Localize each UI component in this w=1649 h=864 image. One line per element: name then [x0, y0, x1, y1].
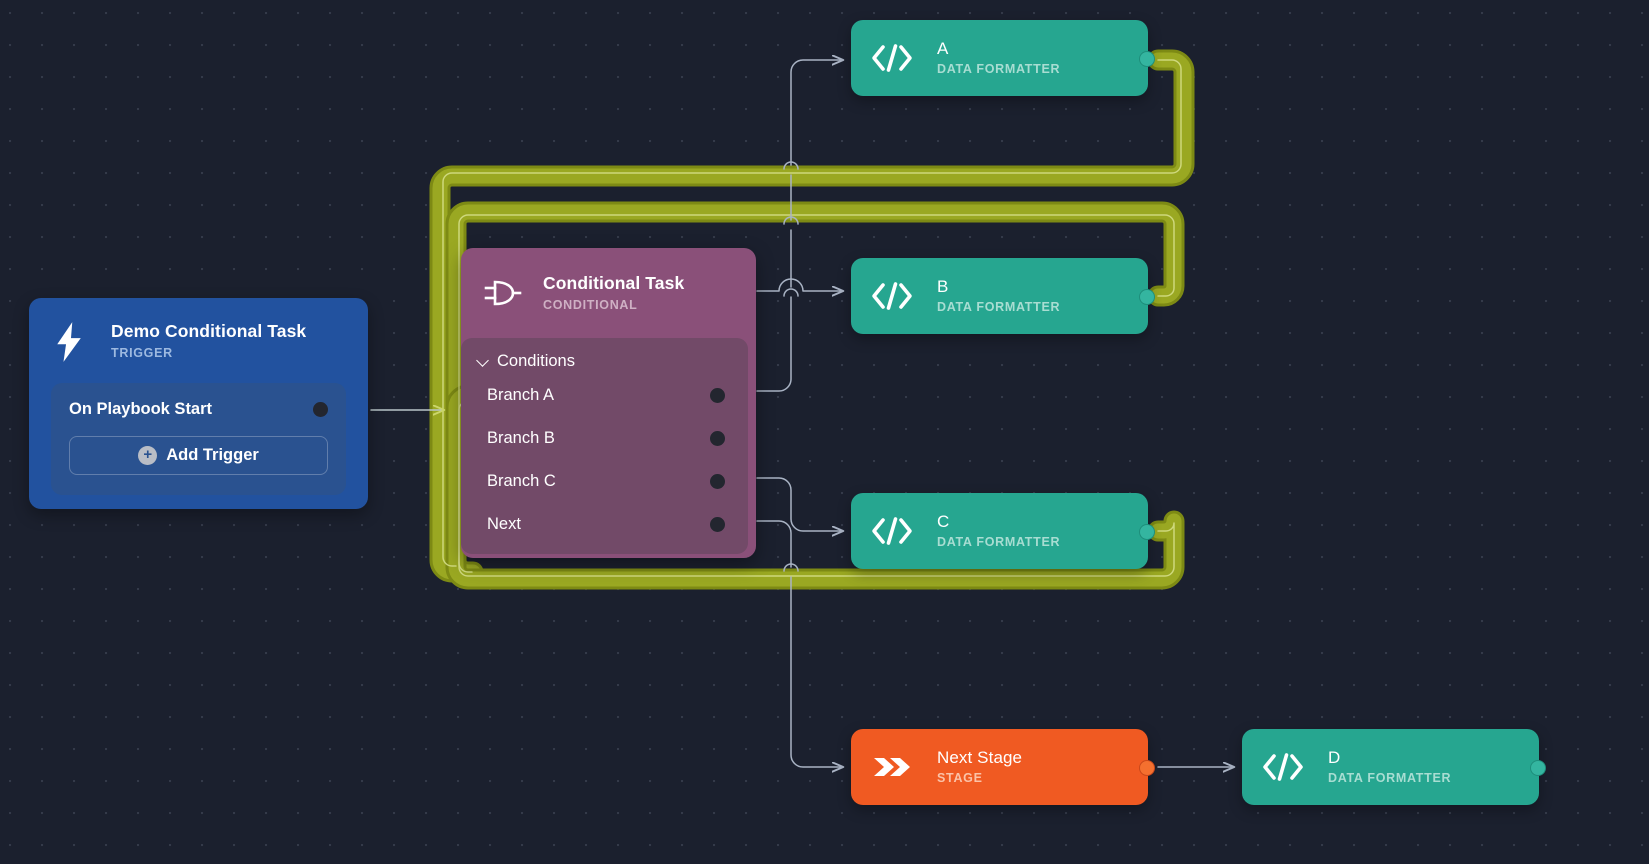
output-port-dot[interactable]: [1139, 289, 1155, 305]
branch-row[interactable]: Next: [461, 503, 748, 546]
trigger-node-subtitle: TRIGGER: [111, 346, 173, 360]
conditions-section-label: Conditions: [497, 351, 575, 370]
node-d-titles: D DATA FORMATTER: [1328, 747, 1451, 787]
data-formatter-node-d[interactable]: D DATA FORMATTER: [1242, 729, 1546, 805]
output-port-dot[interactable]: [313, 401, 328, 417]
plus-circle-icon: +: [138, 446, 158, 465]
trigger-row-label: On Playbook Start: [69, 399, 213, 418]
branch-label: Next: [487, 515, 521, 533]
branch-label: Branch B: [487, 429, 555, 447]
data-formatter-node-b[interactable]: B DATA FORMATTER: [851, 258, 1155, 334]
add-trigger-button-label: Add Trigger: [166, 446, 259, 464]
chevron-down-icon: [477, 355, 489, 367]
node-a-title: A: [937, 38, 949, 58]
branch-label: Branch C: [487, 472, 556, 490]
trigger-node[interactable]: Demo Conditional Task TRIGGER On Playboo…: [29, 298, 368, 509]
code-brackets-icon: [869, 508, 915, 554]
data-formatter-node-a[interactable]: A DATA FORMATTER: [851, 20, 1155, 96]
logic-gate-icon: [479, 270, 525, 316]
next-stage-node[interactable]: Next Stage STAGE: [851, 729, 1155, 805]
branch-row[interactable]: Branch B: [461, 417, 748, 460]
data-formatter-node-c[interactable]: C DATA FORMATTER: [851, 493, 1155, 569]
branch-row[interactable]: Branch A: [461, 374, 748, 417]
node-b-title: B: [937, 276, 949, 296]
node-d-title: D: [1328, 747, 1341, 767]
code-brackets-icon: [1260, 744, 1306, 790]
node-a-subtitle: DATA FORMATTER: [937, 62, 1061, 77]
code-brackets-icon: [869, 35, 915, 81]
node-a-header: A DATA FORMATTER: [851, 20, 1148, 96]
node-b-header: B DATA FORMATTER: [851, 258, 1148, 334]
stage-node-titles: Next Stage STAGE: [937, 747, 1022, 787]
node-c-titles: C DATA FORMATTER: [937, 511, 1060, 551]
conditional-node-subtitle: CONDITIONAL: [543, 297, 638, 312]
conditional-node-titles: Conditional Task CONDITIONAL: [543, 273, 684, 314]
trigger-row-on-playbook-start[interactable]: On Playbook Start: [69, 396, 328, 422]
branch-output-port-dot[interactable]: [710, 517, 725, 532]
add-trigger-button[interactable]: + Add Trigger: [69, 436, 328, 475]
node-b-titles: B DATA FORMATTER: [937, 276, 1060, 316]
conditions-section-toggle[interactable]: Conditions: [461, 348, 748, 374]
double-chevron-icon: [869, 744, 915, 790]
conditional-node-title: Conditional Task: [543, 272, 685, 293]
stage-node-subtitle: STAGE: [937, 771, 983, 786]
trigger-node-titles: Demo Conditional Task TRIGGER: [111, 321, 306, 362]
lightning-bolt-icon: [47, 319, 93, 365]
branch-label: Branch A: [487, 386, 554, 404]
stage-node-header: Next Stage STAGE: [851, 729, 1148, 805]
code-brackets-icon: [869, 273, 915, 319]
trigger-node-title: Demo Conditional Task: [111, 321, 307, 342]
node-d-subtitle: DATA FORMATTER: [1328, 771, 1452, 786]
conditional-node-header: Conditional Task CONDITIONAL: [461, 248, 756, 338]
node-c-title: C: [937, 511, 950, 531]
conditional-node-body: Conditions Branch A Branch B Branch C Ne…: [461, 338, 748, 554]
output-port-dot[interactable]: [1139, 524, 1155, 540]
node-d-header: D DATA FORMATTER: [1242, 729, 1539, 805]
output-port-dot[interactable]: [1139, 760, 1155, 776]
node-c-header: C DATA FORMATTER: [851, 493, 1148, 569]
stage-node-title: Next Stage: [937, 747, 1023, 767]
trigger-node-header: Demo Conditional Task TRIGGER: [29, 298, 368, 385]
node-b-subtitle: DATA FORMATTER: [937, 300, 1061, 315]
output-port-dot[interactable]: [1530, 760, 1546, 776]
output-port-dot[interactable]: [1139, 51, 1155, 67]
branch-output-port-dot[interactable]: [710, 431, 725, 446]
branch-output-port-dot[interactable]: [710, 388, 725, 403]
trigger-node-body: On Playbook Start + Add Trigger: [51, 383, 346, 495]
branch-output-port-dot[interactable]: [710, 474, 725, 489]
node-a-titles: A DATA FORMATTER: [937, 38, 1060, 78]
branch-row[interactable]: Branch C: [461, 460, 748, 503]
node-c-subtitle: DATA FORMATTER: [937, 535, 1061, 550]
conditional-task-node[interactable]: Conditional Task CONDITIONAL Conditions …: [461, 248, 756, 558]
